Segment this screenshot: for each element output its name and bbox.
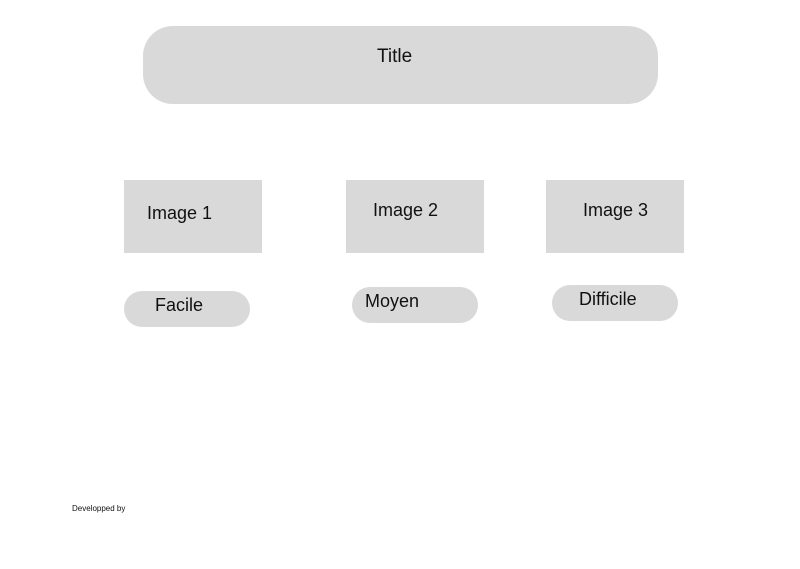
image-label-1: Image 1 (147, 203, 213, 223)
title-bar: Title (143, 26, 658, 104)
image-placeholder-2: Image 2 (346, 180, 484, 253)
difficile-button[interactable]: Difficile (552, 285, 678, 321)
page-title: Title (377, 46, 413, 67)
facile-button-label: Facile (155, 295, 204, 315)
image-placeholder-1: Image 1 (124, 180, 262, 253)
difficile-button-label: Difficile (579, 289, 637, 309)
image-label-2: Image 2 (373, 200, 439, 220)
moyen-button-label: Moyen (365, 291, 420, 311)
image-placeholder-3: Image 3 (546, 180, 684, 253)
image-label-3: Image 3 (583, 200, 649, 220)
moyen-button[interactable]: Moyen (352, 287, 478, 323)
footer-credit: Developped by (72, 504, 126, 513)
facile-button[interactable]: Facile (124, 291, 250, 327)
